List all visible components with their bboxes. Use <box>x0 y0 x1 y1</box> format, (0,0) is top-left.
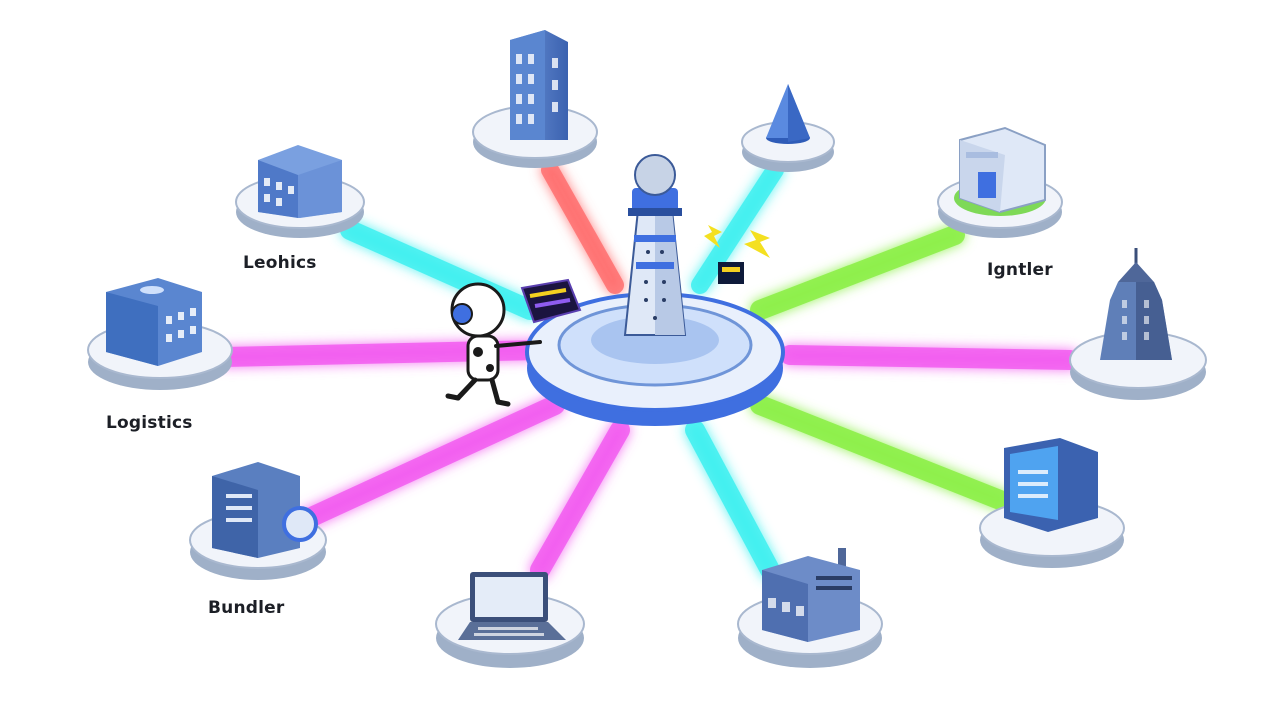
spark-icon <box>704 225 770 284</box>
node-right-tower <box>1069 248 1207 400</box>
node-logistics <box>87 278 233 390</box>
node-bundler <box>189 462 327 580</box>
beam-leohics <box>340 220 540 320</box>
node-leohics <box>235 145 365 238</box>
label-leohics: Leohics <box>243 253 317 273</box>
central-hub <box>525 292 785 426</box>
beam-igntler <box>750 225 965 320</box>
node-top-tower <box>472 30 598 168</box>
central-tower-icon <box>623 154 687 336</box>
node-monitor <box>979 438 1125 568</box>
beam-laptop <box>530 420 630 580</box>
beam-bundler <box>295 395 565 530</box>
label-igntler: Igntler <box>987 260 1053 280</box>
beam-monitor <box>750 395 1010 510</box>
beam-top-left-building <box>541 161 624 294</box>
node-factory <box>737 548 883 668</box>
node-laptop <box>435 572 585 668</box>
node-igntler <box>937 126 1063 238</box>
node-cone <box>741 84 835 172</box>
beam-cone <box>691 161 784 294</box>
label-bundler: Bundler <box>208 598 285 618</box>
beam-factory <box>685 420 780 580</box>
connection-beams <box>215 161 1080 580</box>
label-logistics: Logistics <box>106 413 193 433</box>
beam-right-tower <box>780 345 1080 370</box>
robot-icon <box>445 278 582 407</box>
